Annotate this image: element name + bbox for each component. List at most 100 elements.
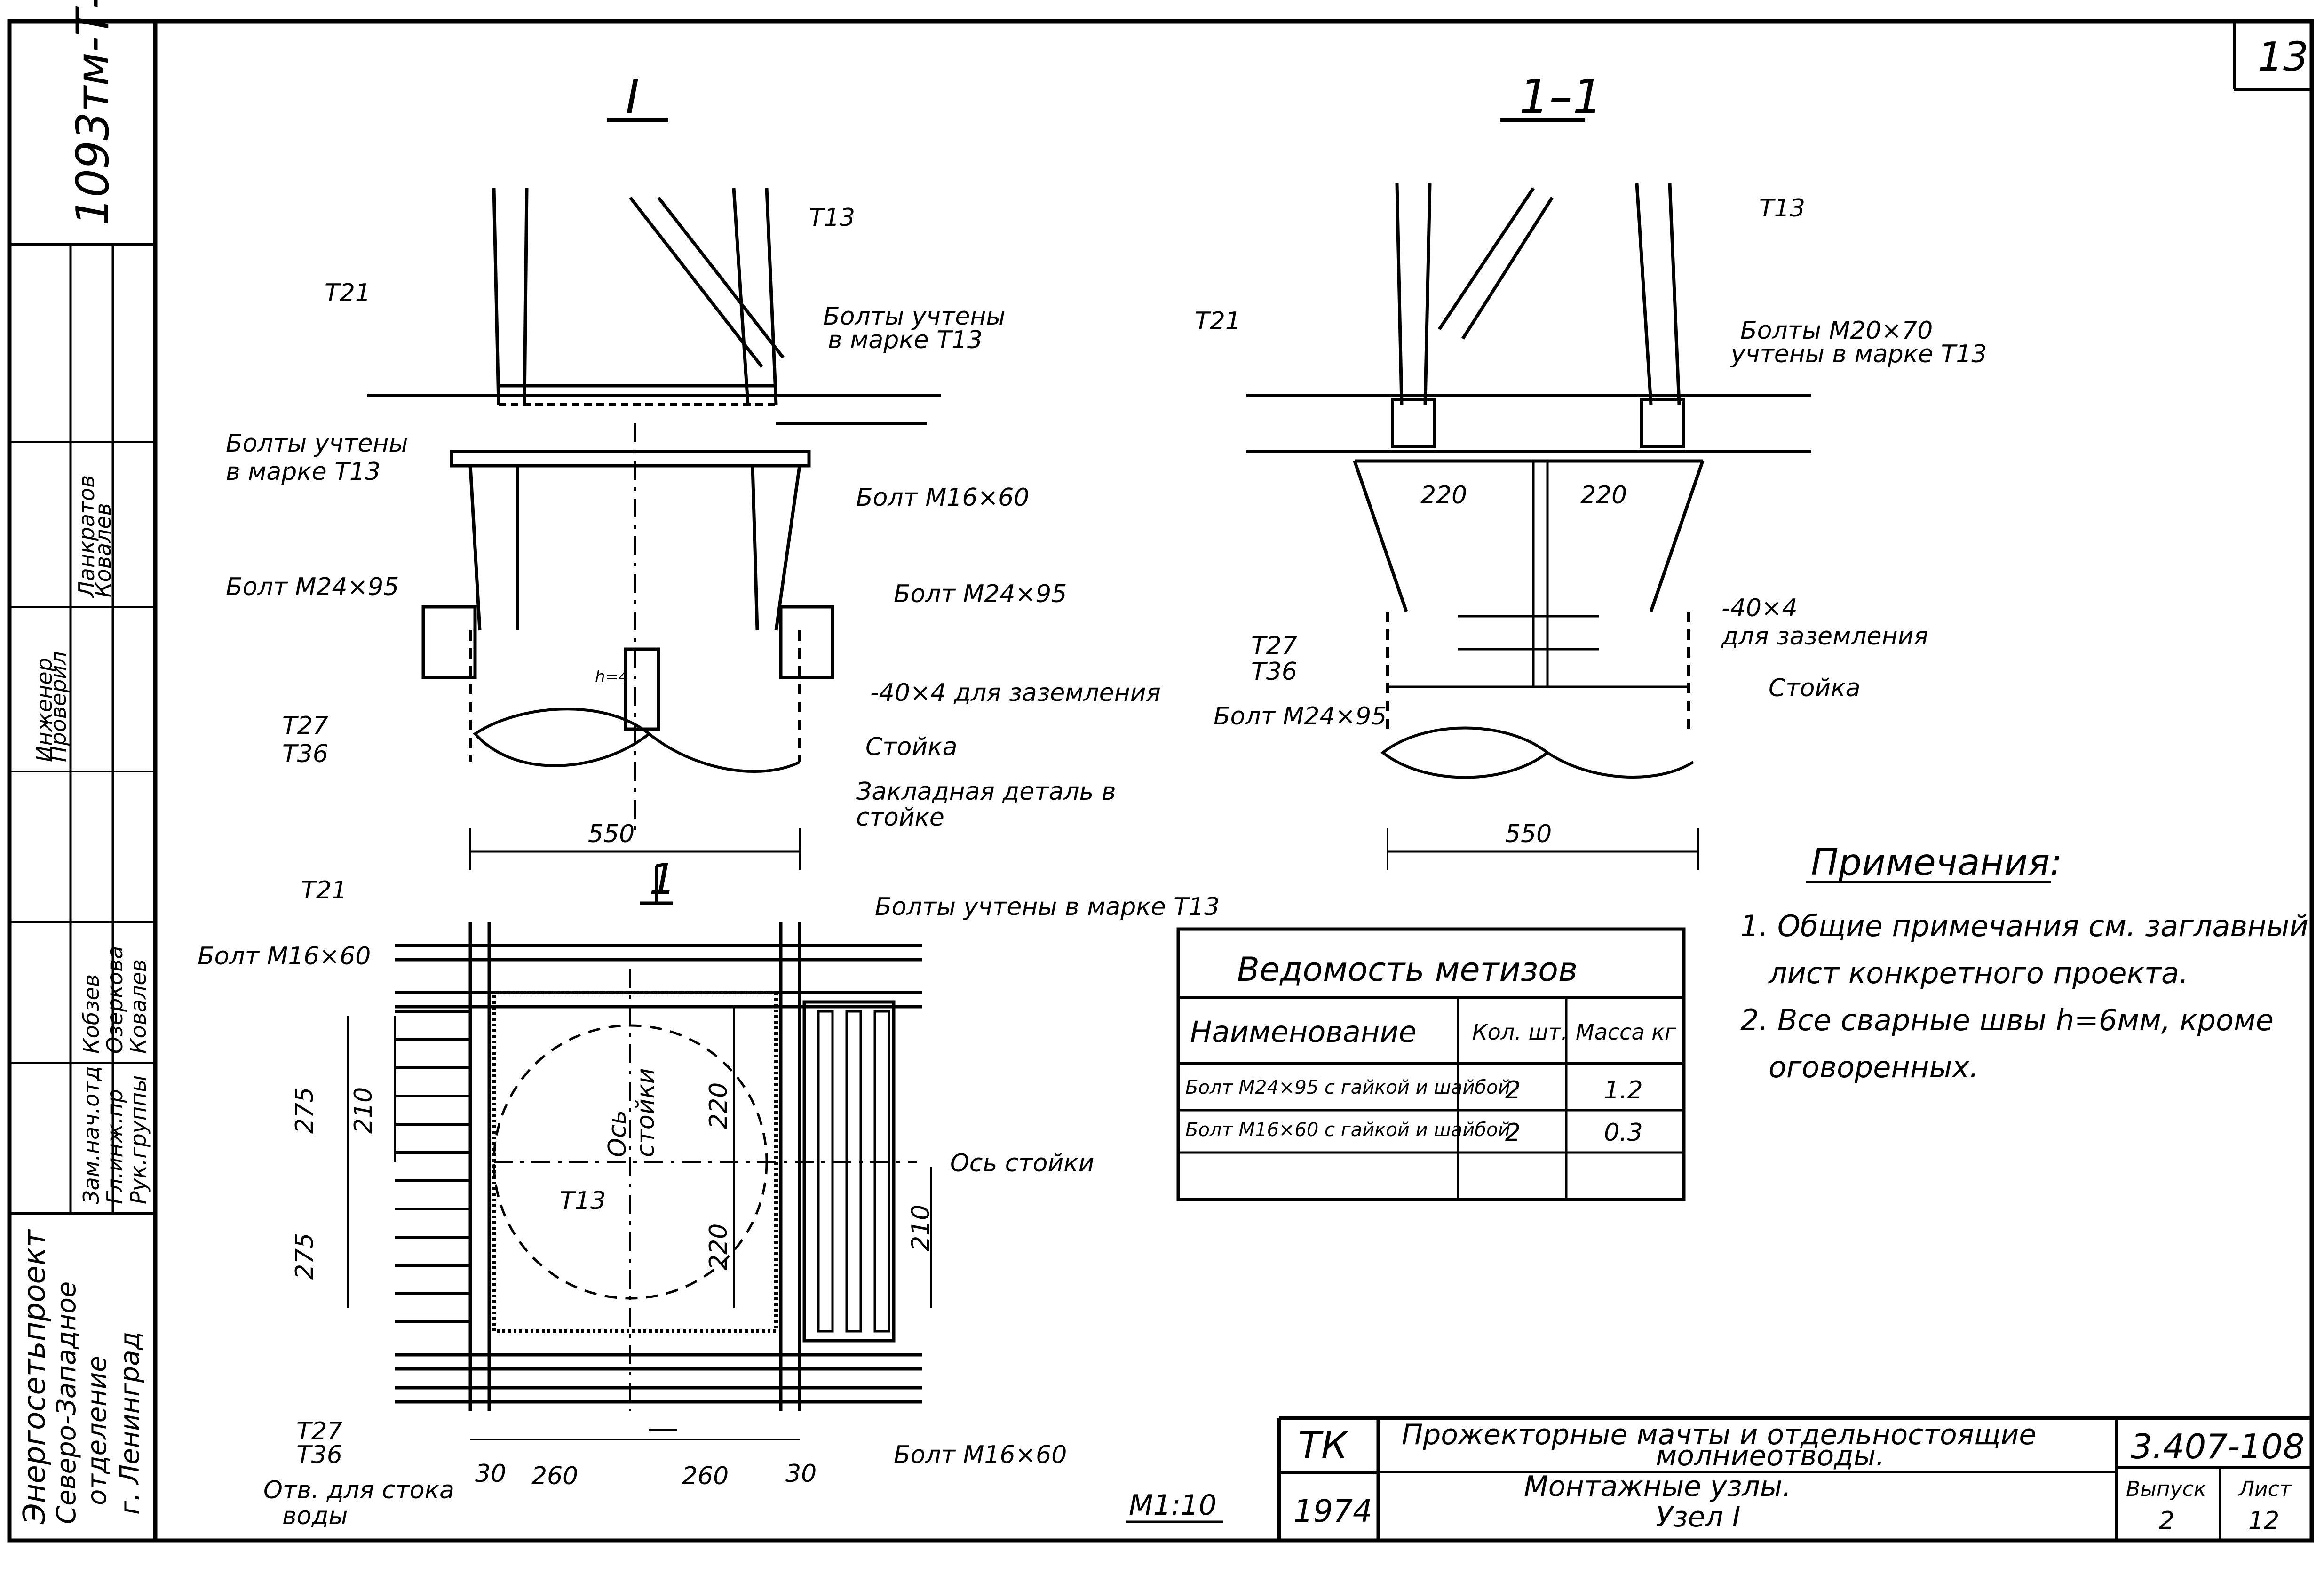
label-11-grounding-1: -40×4 bbox=[1721, 594, 1798, 622]
title-block-text: ТК 1974 Прожекторные мачты и отдельносто… bbox=[1293, 1418, 2305, 1535]
plan-bolt-m16-top: Болт М16×60 bbox=[198, 942, 371, 970]
left-stamp-frame bbox=[7, 19, 158, 1543]
plan-dim-275b: 275 bbox=[291, 1233, 319, 1280]
label-I-bolts-top-1: Болты учтены bbox=[823, 302, 1005, 331]
tb-issue: 2 bbox=[2159, 1507, 2174, 1535]
plan-drain-1: Отв. для стока bbox=[263, 1476, 454, 1504]
label-11-bolt-m24: Болт М24×95 bbox=[1214, 702, 1387, 731]
stamp-name-2: Озеркова bbox=[102, 946, 127, 1054]
label-I-bolt-m16: Болт М16×60 bbox=[856, 484, 1029, 512]
title-block bbox=[1277, 1416, 2312, 1541]
stamp-name-4: Ланкратов bbox=[74, 475, 99, 598]
plan-dim-30b: 30 bbox=[785, 1460, 817, 1488]
plan-dim-210b: 210 bbox=[907, 1205, 935, 1251]
table-row-2-name: Болт М16×60 с гайкой и шайбой bbox=[1185, 1119, 1510, 1141]
label-I-bolt-m24-left: Болт М24×95 bbox=[226, 573, 399, 601]
view-detail-I: I bbox=[367, 69, 941, 870]
outer-frame bbox=[153, 19, 2314, 1543]
table-header-qty: Кол. шт. bbox=[1472, 1019, 1568, 1045]
label-I-t21: Т21 bbox=[325, 279, 371, 307]
label-I-t13: Т13 bbox=[809, 204, 855, 232]
plan-dim-220a: 220 bbox=[705, 1082, 733, 1129]
stamp-name-5: Ковалев bbox=[90, 503, 116, 597]
plan-bolt-m16-bottom: Болт М16×60 bbox=[894, 1441, 1067, 1469]
label-I-bolts-left-2: в марке Т13 bbox=[226, 458, 381, 486]
stamp-org-2: Северо-Западное bbox=[51, 1281, 82, 1524]
label-11-t36: Т36 bbox=[1251, 658, 1297, 686]
plan-view bbox=[347, 866, 932, 1440]
label-I-embed-2: стойке bbox=[856, 803, 944, 832]
stamp-org-1: Энергосетьпроект bbox=[17, 1229, 52, 1525]
label-I-small-h: h=4 bbox=[595, 668, 629, 686]
label-11-bolts-2: учтены в марке Т13 bbox=[1730, 340, 1987, 368]
plan-bolts-top: Болты учтены в марке Т13 bbox=[875, 893, 1220, 921]
label-11-t13: Т13 bbox=[1759, 194, 1805, 223]
view-I-title: I bbox=[626, 69, 640, 124]
plan-axis-v-2: стойки bbox=[632, 1068, 660, 1157]
view-I-labels: Т13 Т21 Болты учтены в марке Т13 Болты у… bbox=[226, 204, 1161, 848]
label-I-bolt-m24-right: Болт М24×95 bbox=[894, 580, 1067, 608]
table-header-mass: Масса кг bbox=[1576, 1019, 1676, 1045]
tb-year: 1974 bbox=[1293, 1493, 1372, 1529]
tb-issue-label: Выпуск bbox=[2126, 1477, 2206, 1501]
label-11-grounding-2: для заземления bbox=[1721, 622, 1928, 651]
stamp-role-1: Зам.нач.отд bbox=[79, 1066, 104, 1204]
side-stamp: 1093тм-Т-13 Зам.нач.отд Гл.инж.пр Рук.гр… bbox=[17, 0, 151, 1525]
tb-org: ТК bbox=[1298, 1423, 1349, 1467]
label-11-bolts-1: Болты М20×70 bbox=[1740, 317, 1933, 345]
stamp-org-3: отделение bbox=[82, 1356, 112, 1505]
table-row-2-mass: 0.3 bbox=[1604, 1119, 1643, 1147]
table-row-1-qty: 2 bbox=[1505, 1076, 1521, 1105]
plan-scale: М1:10 bbox=[1129, 1489, 1217, 1522]
label-11-dim: 550 bbox=[1505, 820, 1552, 848]
plan-t13: Т13 bbox=[560, 1187, 606, 1215]
table-row-2-qty: 2 bbox=[1505, 1119, 1521, 1147]
notes-title: Примечания: bbox=[1811, 842, 2062, 884]
stamp-code: 1093тм-Т-13 bbox=[67, 0, 119, 226]
plan-axis-right: Ось стойки bbox=[950, 1149, 1094, 1177]
label-11-t21: Т21 bbox=[1195, 307, 1241, 335]
label-I-t27: Т27 bbox=[282, 712, 328, 740]
tb-sub-1: Монтажные узлы. bbox=[1524, 1470, 1791, 1503]
stamp-role-4: Инженер bbox=[32, 658, 57, 762]
hardware-table-text: Ведомость метизов Наименование Кол. шт. … bbox=[1185, 950, 1676, 1147]
stamp-org-4: г. Ленинград bbox=[115, 1332, 145, 1515]
plan-t36: Т36 bbox=[296, 1441, 342, 1469]
stamp-role-3: Рук.группы bbox=[126, 1075, 151, 1204]
label-11-dim-right: 220 bbox=[1580, 481, 1627, 509]
table-row-1-mass: 1.2 bbox=[1604, 1076, 1643, 1105]
sheet-number: 13 bbox=[2258, 34, 2308, 80]
table-title: Ведомость метизов bbox=[1237, 950, 1578, 989]
label-I-stoyka: Стойка bbox=[865, 733, 957, 761]
tb-sheet: 12 bbox=[2248, 1507, 2279, 1535]
tb-title-1: Прожекторные мачты и отдельностоящие bbox=[1402, 1418, 2036, 1451]
tb-sheet-label: Лист bbox=[2238, 1477, 2292, 1501]
stamp-role-5: Проверил bbox=[46, 651, 71, 762]
notes: Примечания: 1. Общие примечания см. загл… bbox=[1740, 842, 2308, 1084]
view-section-1-1: 1–1 bbox=[1246, 69, 1811, 870]
label-11-stoyka: Стойка bbox=[1769, 674, 1860, 702]
stamp-role-2: Гл.инж.пр bbox=[102, 1089, 127, 1204]
label-I-bolts-top-2: в марке Т13 bbox=[828, 326, 983, 354]
plan-dim-220b: 220 bbox=[705, 1224, 733, 1270]
label-I-t36: Т36 bbox=[282, 740, 328, 768]
plan-t21: Т21 bbox=[301, 876, 347, 905]
note-1-line-1: 1. Общие примечания см. заглавный bbox=[1740, 909, 2308, 943]
plan-dim-210a: 210 bbox=[349, 1087, 378, 1134]
label-11-t27: Т27 bbox=[1251, 632, 1297, 660]
table-header-name: Наименование bbox=[1190, 1015, 1417, 1049]
stamp-name-3: Ковалев bbox=[126, 959, 151, 1054]
plan-dim-30a: 30 bbox=[475, 1460, 506, 1488]
plan-drain-2: воды bbox=[282, 1502, 348, 1530]
note-1-line-2: лист конкретного проекта. bbox=[1768, 956, 2189, 990]
table-row-1-name: Болт М24×95 с гайкой и шайбой bbox=[1185, 1077, 1510, 1098]
label-I-grounding: -40×4 для заземления bbox=[870, 679, 1161, 707]
hardware-table bbox=[1176, 927, 1686, 1201]
note-2-line-1: 2. Все сварные швы h=6мм, кроме bbox=[1740, 1003, 2274, 1037]
plan-dim-260a: 260 bbox=[531, 1462, 578, 1490]
plan-dim-260b: 260 bbox=[682, 1462, 729, 1490]
plan-t27: Т27 bbox=[296, 1417, 342, 1446]
plan-dim-275a: 275 bbox=[291, 1087, 319, 1134]
label-I-embed-1: Закладная деталь в bbox=[856, 778, 1116, 806]
